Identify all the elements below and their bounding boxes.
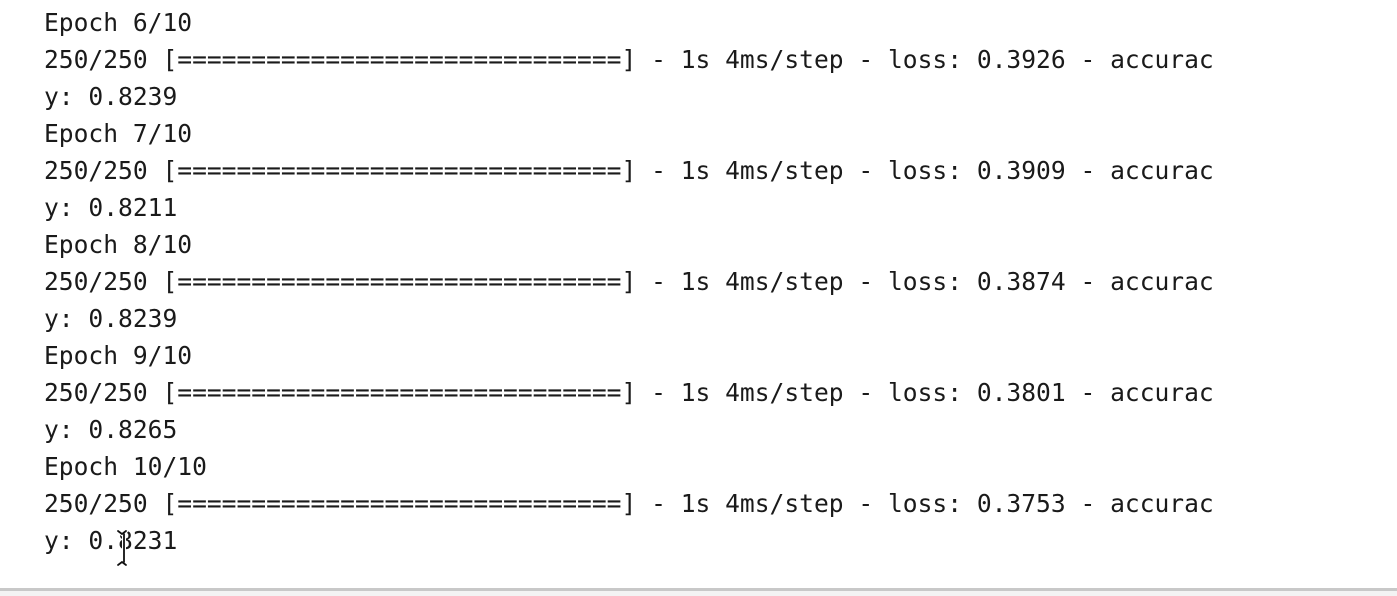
output-divider bbox=[0, 588, 1397, 591]
epoch-header: Epoch 6/10 bbox=[44, 8, 193, 37]
training-progress: 250/250 [==============================]… bbox=[44, 156, 1214, 185]
accuracy-line: y: 0.8211 bbox=[44, 193, 178, 222]
accuracy-line: y: 0.8265 bbox=[44, 415, 178, 444]
text-cursor-icon bbox=[116, 529, 128, 567]
training-progress: 250/250 [==============================]… bbox=[44, 45, 1214, 74]
epoch-header: Epoch 10/10 bbox=[44, 452, 207, 481]
training-progress: 250/250 [==============================]… bbox=[44, 489, 1214, 518]
accuracy-line: y: 0.8239 bbox=[44, 82, 178, 111]
accuracy-line: y: 0.8239 bbox=[44, 304, 178, 333]
epoch-header: Epoch 7/10 bbox=[44, 119, 193, 148]
epoch-header: Epoch 9/10 bbox=[44, 341, 193, 370]
next-cell-region bbox=[0, 591, 1397, 596]
accuracy-line: y: 0.8231 bbox=[44, 526, 178, 555]
training-progress: 250/250 [==============================]… bbox=[44, 267, 1214, 296]
training-progress: 250/250 [==============================]… bbox=[44, 378, 1214, 407]
epoch-header: Epoch 8/10 bbox=[44, 230, 193, 259]
